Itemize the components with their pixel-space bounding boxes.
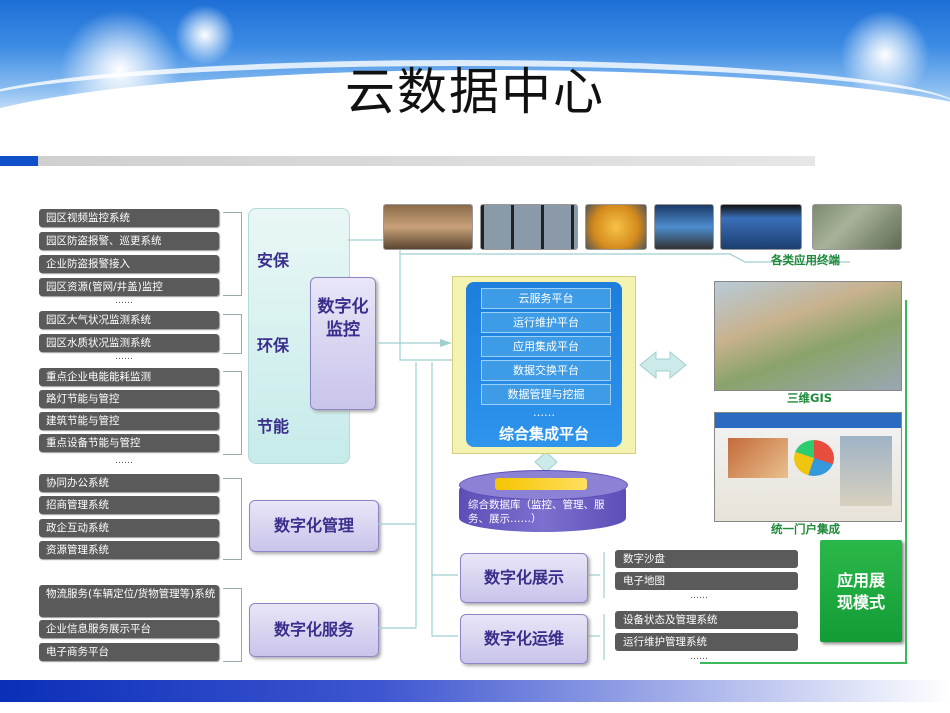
list-item: 园区资源(管网/井盖)监控 (39, 278, 219, 296)
platform-title: 综合集成平台 (498, 425, 589, 443)
category-jieneng: 节能 (257, 417, 290, 436)
page-title: 云数据中心 (345, 63, 605, 121)
platform-item: 云服务平台 (481, 288, 611, 309)
terminal-image-map (812, 204, 902, 250)
bracket (223, 212, 242, 296)
category-anbao: 安保 (257, 251, 290, 270)
footer-bar (0, 680, 950, 702)
bracket (223, 588, 242, 662)
ellipsis: …… (115, 352, 133, 362)
list-item: 运行维护管理系统 (615, 633, 798, 651)
list-item: 政企互动系统 (39, 519, 219, 537)
platform-item: 应用集成平台 (481, 336, 611, 357)
digital-service-button: 数字化服务 (249, 603, 379, 657)
portal-chart-thumbnail (794, 440, 834, 476)
digital-ops-button: 数字化运维 (460, 614, 588, 664)
green-frame (700, 300, 907, 664)
terminal-image-sandtable (383, 204, 473, 250)
platform-item: 运行维护平台 (481, 312, 611, 333)
list-item: 园区视频监控系统 (39, 209, 219, 227)
platform-item: 数据交换平台 (481, 360, 611, 381)
terminal-image-kiosk (585, 204, 647, 250)
caption-gis: 三维GIS (787, 391, 833, 405)
category-huanbao: 环保 (257, 336, 290, 355)
terminal-image-touchtable (654, 204, 714, 250)
header-banner (0, 0, 950, 130)
terminal-image-tablet (720, 204, 802, 250)
list-item: 建筑节能与管控 (39, 412, 219, 430)
bracket (223, 478, 242, 560)
list-item: 园区大气状况监测系统 (39, 311, 219, 329)
list-item: 物流服务(车辆定位/货物管理等)系统 (39, 585, 219, 617)
ellipsis: …… (115, 456, 133, 466)
digital-display-button: 数字化展示 (460, 553, 588, 603)
ellipsis: …… (115, 296, 133, 306)
display-mode-label: 应用展现模式 (836, 571, 885, 612)
platform-item: 数据管理与挖掘 (481, 384, 611, 405)
list-item: 招商管理系统 (39, 496, 219, 514)
display-mode-box: 应用展现模式 (820, 540, 902, 642)
list-item: 协同办公系统 (39, 474, 219, 492)
caption-portal: 统一门户集成 (771, 522, 840, 536)
ellipsis: …… (690, 591, 708, 601)
database-label: 综合数据库（监控、管理、服务、展示……） (468, 499, 605, 525)
bracket (223, 371, 242, 455)
list-item: 企业防盗报警接入 (39, 255, 219, 273)
ellipsis: …… (533, 406, 555, 419)
list-item: 路灯节能与管控 (39, 390, 219, 408)
list-item: 园区水质状况监测系统 (39, 334, 219, 352)
list-item: 资源管理系统 (39, 541, 219, 559)
bracket (223, 314, 242, 354)
terminal-image-videowall (480, 204, 578, 250)
list-item: 设备状态及管理系统 (615, 611, 798, 629)
ellipsis: …… (690, 652, 708, 662)
portal-side-thumbnail (840, 436, 892, 506)
caption-terminals: 各类应用终端 (771, 253, 840, 267)
title-divider (0, 156, 815, 166)
list-item: 园区防盗报警、巡更系统 (39, 232, 219, 250)
list-item: 电子商务平台 (39, 643, 219, 661)
list-item: 数字沙盘 (615, 550, 798, 568)
gis-image (714, 281, 902, 391)
list-item: 重点企业电能能耗监测 (39, 368, 219, 386)
digital-management-button: 数字化管理 (249, 500, 379, 552)
list-item: 电子地图 (615, 572, 798, 590)
database-bar (495, 478, 587, 490)
list-item: 重点设备节能与管控 (39, 434, 219, 452)
list-item: 企业信息服务展示平台 (39, 620, 219, 638)
digital-monitoring-button: 数字化监控 (310, 277, 376, 410)
portal-thumbnail (728, 438, 788, 478)
